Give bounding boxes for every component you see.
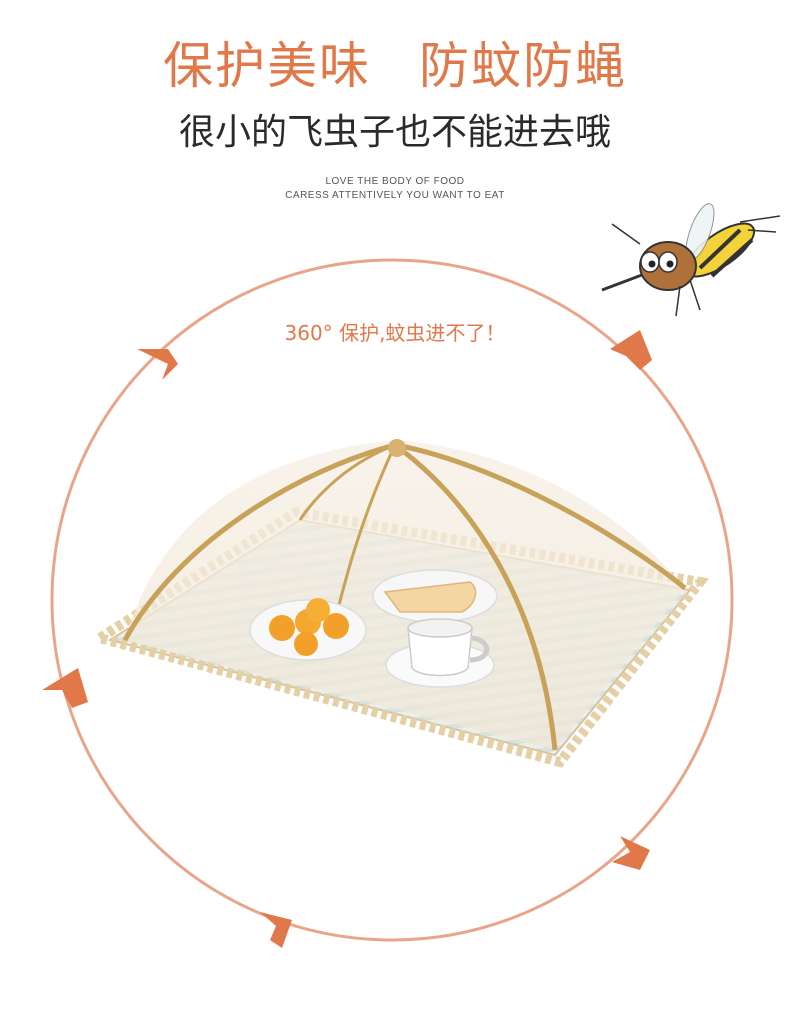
headline: 保护美味防蚊防蝇 (0, 36, 790, 96)
headline-right: 防蚊防蝇 (419, 37, 627, 95)
tagline: 360° 保护,蚊虫进不了！ (284, 321, 506, 345)
mosquito-illustration (601, 203, 781, 317)
english-line-2: CARESS ATTENTIVELY YOU WANT TO EAT (285, 190, 505, 201)
headline-left: 保护美味 (163, 37, 371, 95)
circular-arrow-icon (42, 258, 734, 948)
food-cover-illustration (97, 439, 710, 768)
english-line-1: LOVE THE BODY OF FOOD (325, 176, 465, 187)
subheadline: 很小的飞虫子也不能进去哦 (178, 112, 611, 153)
